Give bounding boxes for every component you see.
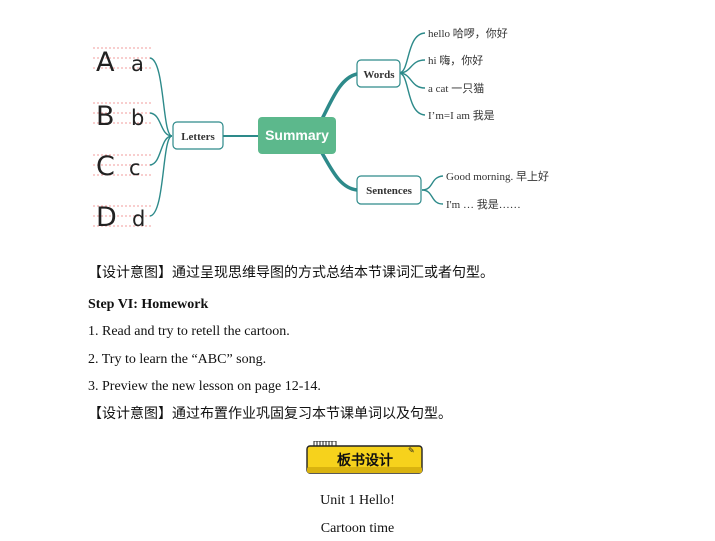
- summary-node-label: Summary: [265, 127, 329, 143]
- mind-map-connectors: [149, 32, 444, 217]
- letter-upper-a: A: [96, 47, 115, 78]
- letter-upper-d: D: [96, 202, 117, 233]
- word-item-1: hello 哈啰，你好: [428, 26, 508, 40]
- sentences-node-label: Sentences: [366, 185, 413, 197]
- summary-node-box: [258, 117, 336, 154]
- letters-node-label: Letters: [181, 131, 215, 143]
- letter-lower-c: c: [129, 156, 141, 180]
- design-intent-2: 【设计意图】通过布置作业巩固复习本节课单词以及句型。: [88, 407, 452, 422]
- summary-mind-map: A a B b C c D d Letters Summary: [93, 26, 549, 233]
- letter-pair-a: A a: [96, 47, 144, 78]
- word-item-2: hi 嗨，你好: [428, 53, 483, 67]
- letter-guide-lines: [93, 47, 152, 227]
- svg-text:✎: ✎: [408, 446, 415, 455]
- homework-item-3: 3. Preview the new lesson on page 12-14.: [88, 379, 321, 394]
- letter-lower-d: d: [132, 207, 145, 231]
- words-node-box: [356, 59, 401, 88]
- sentence-item-1: Good morning. 早上好: [446, 169, 549, 183]
- word-item-4: I’m=I am 我是: [428, 109, 495, 122]
- sentences-node-box: [356, 175, 422, 205]
- letters-node-box: [172, 121, 224, 150]
- letter-upper-c: C: [96, 151, 115, 182]
- letter-upper-b: B: [96, 101, 115, 132]
- letter-lower-a: a: [131, 52, 144, 76]
- letter-pair-c: C c: [96, 151, 141, 182]
- words-node-label: Words: [363, 69, 395, 81]
- design-intent-1: 【设计意图】通过呈现思维导图的方式总结本节课词汇或者句型。: [88, 266, 494, 281]
- homework-item-2: 2. Try to learn the “ABC” song.: [88, 352, 267, 367]
- board-subtitle: Cartoon time: [320, 521, 395, 536]
- banner-label: 板书设计: [337, 452, 393, 469]
- letter-pair-b: B b: [96, 101, 144, 132]
- letter-lower-b: b: [131, 106, 144, 130]
- step-title: Step VI: Homework: [88, 297, 209, 312]
- sentence-item-2: I'm … 我是……: [446, 198, 521, 211]
- word-item-3: a cat 一只猫: [428, 82, 484, 95]
- letter-pair-d: D d: [96, 202, 145, 233]
- homework-item-1: 1. Read and try to retell the cartoon.: [88, 324, 290, 339]
- board-design-banner: 板书设计 ✎: [306, 441, 423, 474]
- unit-title: Unit 1 Hello!: [320, 493, 395, 508]
